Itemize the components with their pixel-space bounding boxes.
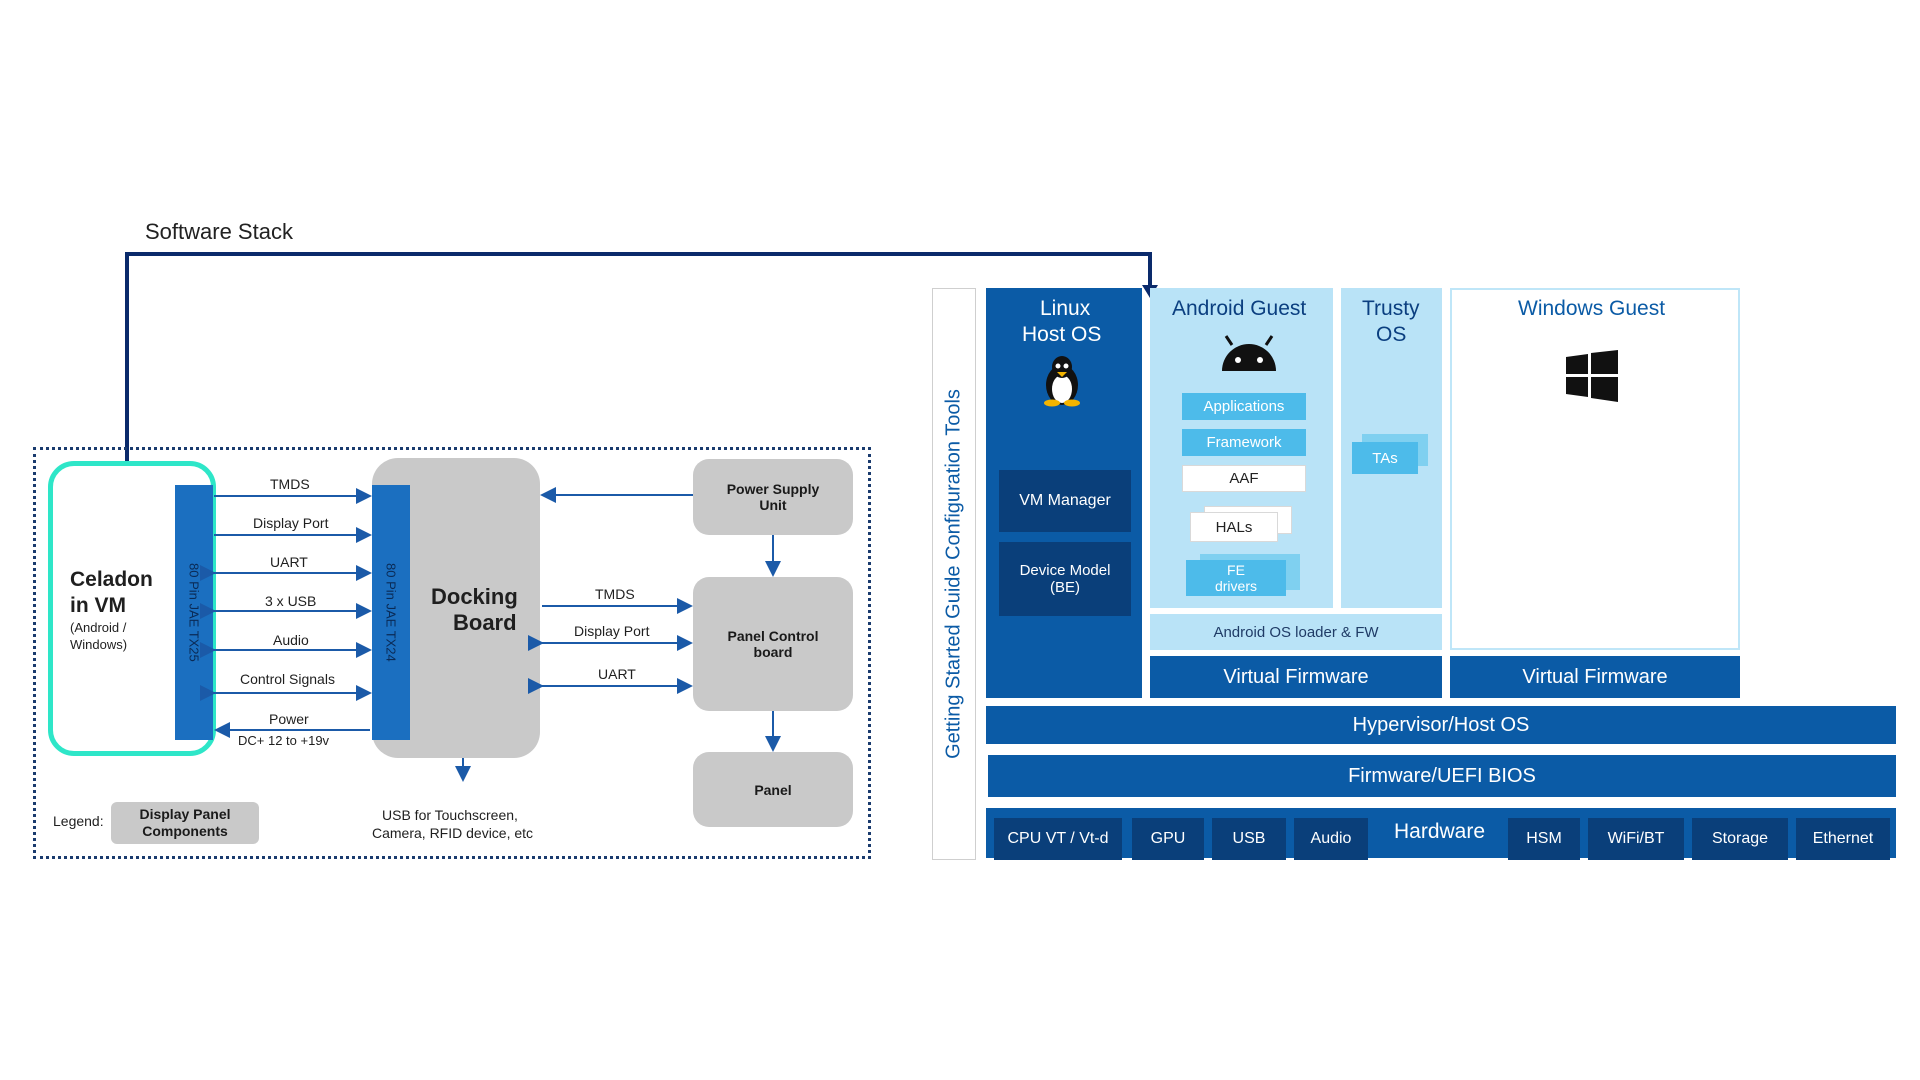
tas-chip: TAs — [1352, 442, 1418, 474]
hw-gpu-label: GPU — [1150, 830, 1186, 847]
hw-hsm: HSM — [1508, 818, 1580, 860]
fe-drivers-chip: FE drivers — [1186, 560, 1286, 596]
hw-audio: Audio — [1294, 818, 1368, 860]
hw-hsm-label: HSM — [1526, 830, 1562, 847]
connector-tx25-label: 80 Pin JAE TX25 — [186, 563, 202, 662]
signal-right-dp: Display Port — [574, 623, 650, 639]
legend-text: Display Panel Components — [139, 806, 231, 839]
config-tools-frame — [932, 288, 976, 860]
psu-line1: Power Supply — [726, 481, 820, 497]
hw-storage-label: Storage — [1711, 830, 1769, 847]
pcb-line2: board — [753, 644, 793, 660]
legend-swatch: Display Panel Components — [111, 802, 259, 844]
trusty-title-1: Trusty — [1362, 297, 1420, 320]
applications-chip: Applications — [1182, 393, 1306, 420]
signal-right-tmds: TMDS — [595, 586, 635, 602]
signal-power: Power — [269, 711, 309, 727]
virtual-firmware-android-label: Virtual Firmware — [1223, 665, 1369, 688]
framework-chip: Framework — [1182, 429, 1306, 456]
aaf-chip: AAF — [1182, 465, 1306, 492]
config-tools-label: Getting Started Guide Configuration Tool… — [942, 389, 965, 759]
virtual-firmware-windows-label: Virtual Firmware — [1522, 665, 1668, 688]
signal-right-uart: UART — [598, 666, 636, 682]
hw-cpu-label: CPU VT / Vt-d — [1007, 830, 1109, 847]
trusty-title-2: OS — [1376, 323, 1407, 346]
hardware-label: Hardware — [1394, 820, 1486, 843]
hw-cpu: CPU VT / Vt-d — [994, 818, 1122, 860]
celadon-title-2: in VM — [70, 594, 126, 617]
windows-logo-icon — [1566, 350, 1618, 402]
vm-manager: VM Manager — [999, 470, 1131, 532]
hw-wifi: WiFi/BT — [1588, 818, 1684, 860]
hw-ethernet-label: Ethernet — [1812, 830, 1874, 847]
celadon-subtitle-1: (Android / — [70, 620, 127, 635]
hw-usb-label: USB — [1232, 830, 1266, 847]
linux-title-1: Linux — [1040, 297, 1091, 320]
docking-title-2: Board — [453, 610, 517, 635]
hals-chip: HALs — [1190, 512, 1278, 542]
usb-note-1: USB for Touchscreen, — [382, 807, 518, 823]
hw-audio-label: Audio — [1310, 830, 1352, 847]
android-icon — [1222, 335, 1276, 371]
aaf-label: AAF — [1229, 470, 1259, 487]
hypervisor-bar: Hypervisor/Host OS — [986, 706, 1896, 744]
celadon-title-1: Celadon — [70, 568, 153, 591]
hw-ethernet: Ethernet — [1796, 818, 1890, 860]
applications-label: Applications — [1203, 398, 1285, 415]
legend-label: Legend: — [53, 813, 104, 829]
signal-display-port: Display Port — [253, 515, 329, 531]
fe-line2: drivers — [1214, 578, 1257, 594]
hw-usb: USB — [1212, 818, 1286, 860]
android-title: Android Guest — [1172, 297, 1307, 320]
psu-line2: Unit — [759, 497, 787, 513]
android-loader-label: Android OS loader & FW — [1213, 623, 1379, 641]
power-supply-unit: Power Supply Unit — [693, 459, 853, 535]
pcb-line1: Panel Control — [727, 628, 819, 644]
tas-label: TAs — [1372, 449, 1398, 467]
hw-gpu: GPU — [1132, 818, 1204, 860]
device-model-line1: Device Model — [1019, 562, 1111, 579]
framework-label: Framework — [1206, 434, 1282, 451]
celadon-subtitle-2: Windows) — [70, 637, 128, 652]
device-model: Device Model (BE) — [999, 542, 1131, 616]
hardware-frame — [33, 447, 871, 859]
fe-line1: FE — [1227, 562, 1245, 578]
panel-control-board: Panel Control board — [693, 577, 853, 711]
signal-uart: UART — [270, 554, 308, 570]
virtual-firmware-windows: Virtual Firmware — [1450, 656, 1740, 698]
vm-manager-label: VM Manager — [1019, 492, 1111, 509]
hypervisor-label: Hypervisor/Host OS — [1352, 713, 1530, 736]
usb-note-2: Camera, RFID device, etc — [372, 825, 534, 841]
android-loader: Android OS loader & FW — [1150, 614, 1442, 650]
signal-audio: Audio — [273, 632, 309, 648]
signal-tmds: TMDS — [270, 476, 310, 492]
linux-title-2: Host OS — [1022, 323, 1102, 346]
firmware-label: Firmware/UEFI BIOS — [1348, 764, 1536, 787]
connector-tx24-front: 80 Pin JAE TX24 — [372, 485, 410, 740]
docking-title-1: Docking — [431, 584, 518, 609]
hals-label: HALs — [1215, 518, 1253, 536]
signal-usb: 3 x USB — [265, 593, 317, 609]
device-model-line2: (BE) — [1050, 579, 1080, 596]
windows-title: Windows Guest — [1518, 297, 1666, 320]
windows-guest — [1450, 288, 1740, 650]
power-note: DC+ 12 to +19v — [238, 733, 330, 748]
diagram-title: Software Stack — [145, 219, 293, 244]
tux-icon — [1044, 356, 1080, 407]
hw-wifi-label: WiFi/BT — [1607, 830, 1665, 847]
virtual-firmware-android: Virtual Firmware — [1150, 656, 1442, 698]
connector-tx24-front-label: 80 Pin JAE TX24 — [383, 563, 399, 662]
firmware-bar: Firmware/UEFI BIOS — [988, 755, 1896, 797]
panel-box: Panel — [693, 752, 853, 827]
panel-label: Panel — [754, 781, 792, 798]
hw-storage: Storage — [1692, 818, 1788, 860]
signal-control: Control Signals — [240, 671, 335, 687]
